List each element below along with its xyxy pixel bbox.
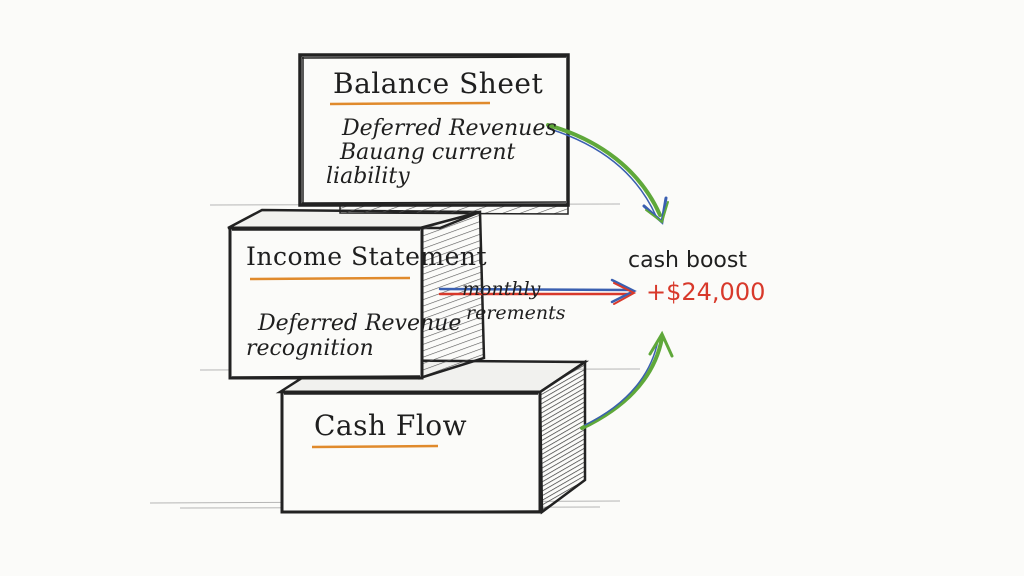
connector-line-2: rerements — [466, 302, 566, 324]
balance-sheet-title: Balance Sheet — [333, 67, 544, 100]
cash-boost-label: cash boost — [628, 248, 747, 273]
income-statement-box — [227, 208, 486, 380]
connector-line-1: monthly — [462, 278, 541, 300]
balance-sheet-line-3: liability — [326, 164, 410, 189]
income-statement-line-2: recognition — [246, 336, 374, 361]
cash-flow-title: Cash Flow — [314, 409, 468, 442]
income-statement-line-1: Deferred Revenue — [258, 311, 462, 336]
balance-sheet-line-2: Bauang current — [340, 140, 516, 165]
arrow-cashflow-to-cash — [580, 330, 674, 430]
arrow-income-to-cash — [438, 278, 637, 305]
cash-boost-value: +$24,000 — [646, 278, 766, 306]
balance-sheet-line-1: Deferred Revenues — [342, 116, 557, 141]
arrow-balance-to-cash — [546, 123, 669, 225]
income-statement-title: Income Statement — [246, 242, 488, 271]
balance-sheet-box — [298, 53, 570, 215]
